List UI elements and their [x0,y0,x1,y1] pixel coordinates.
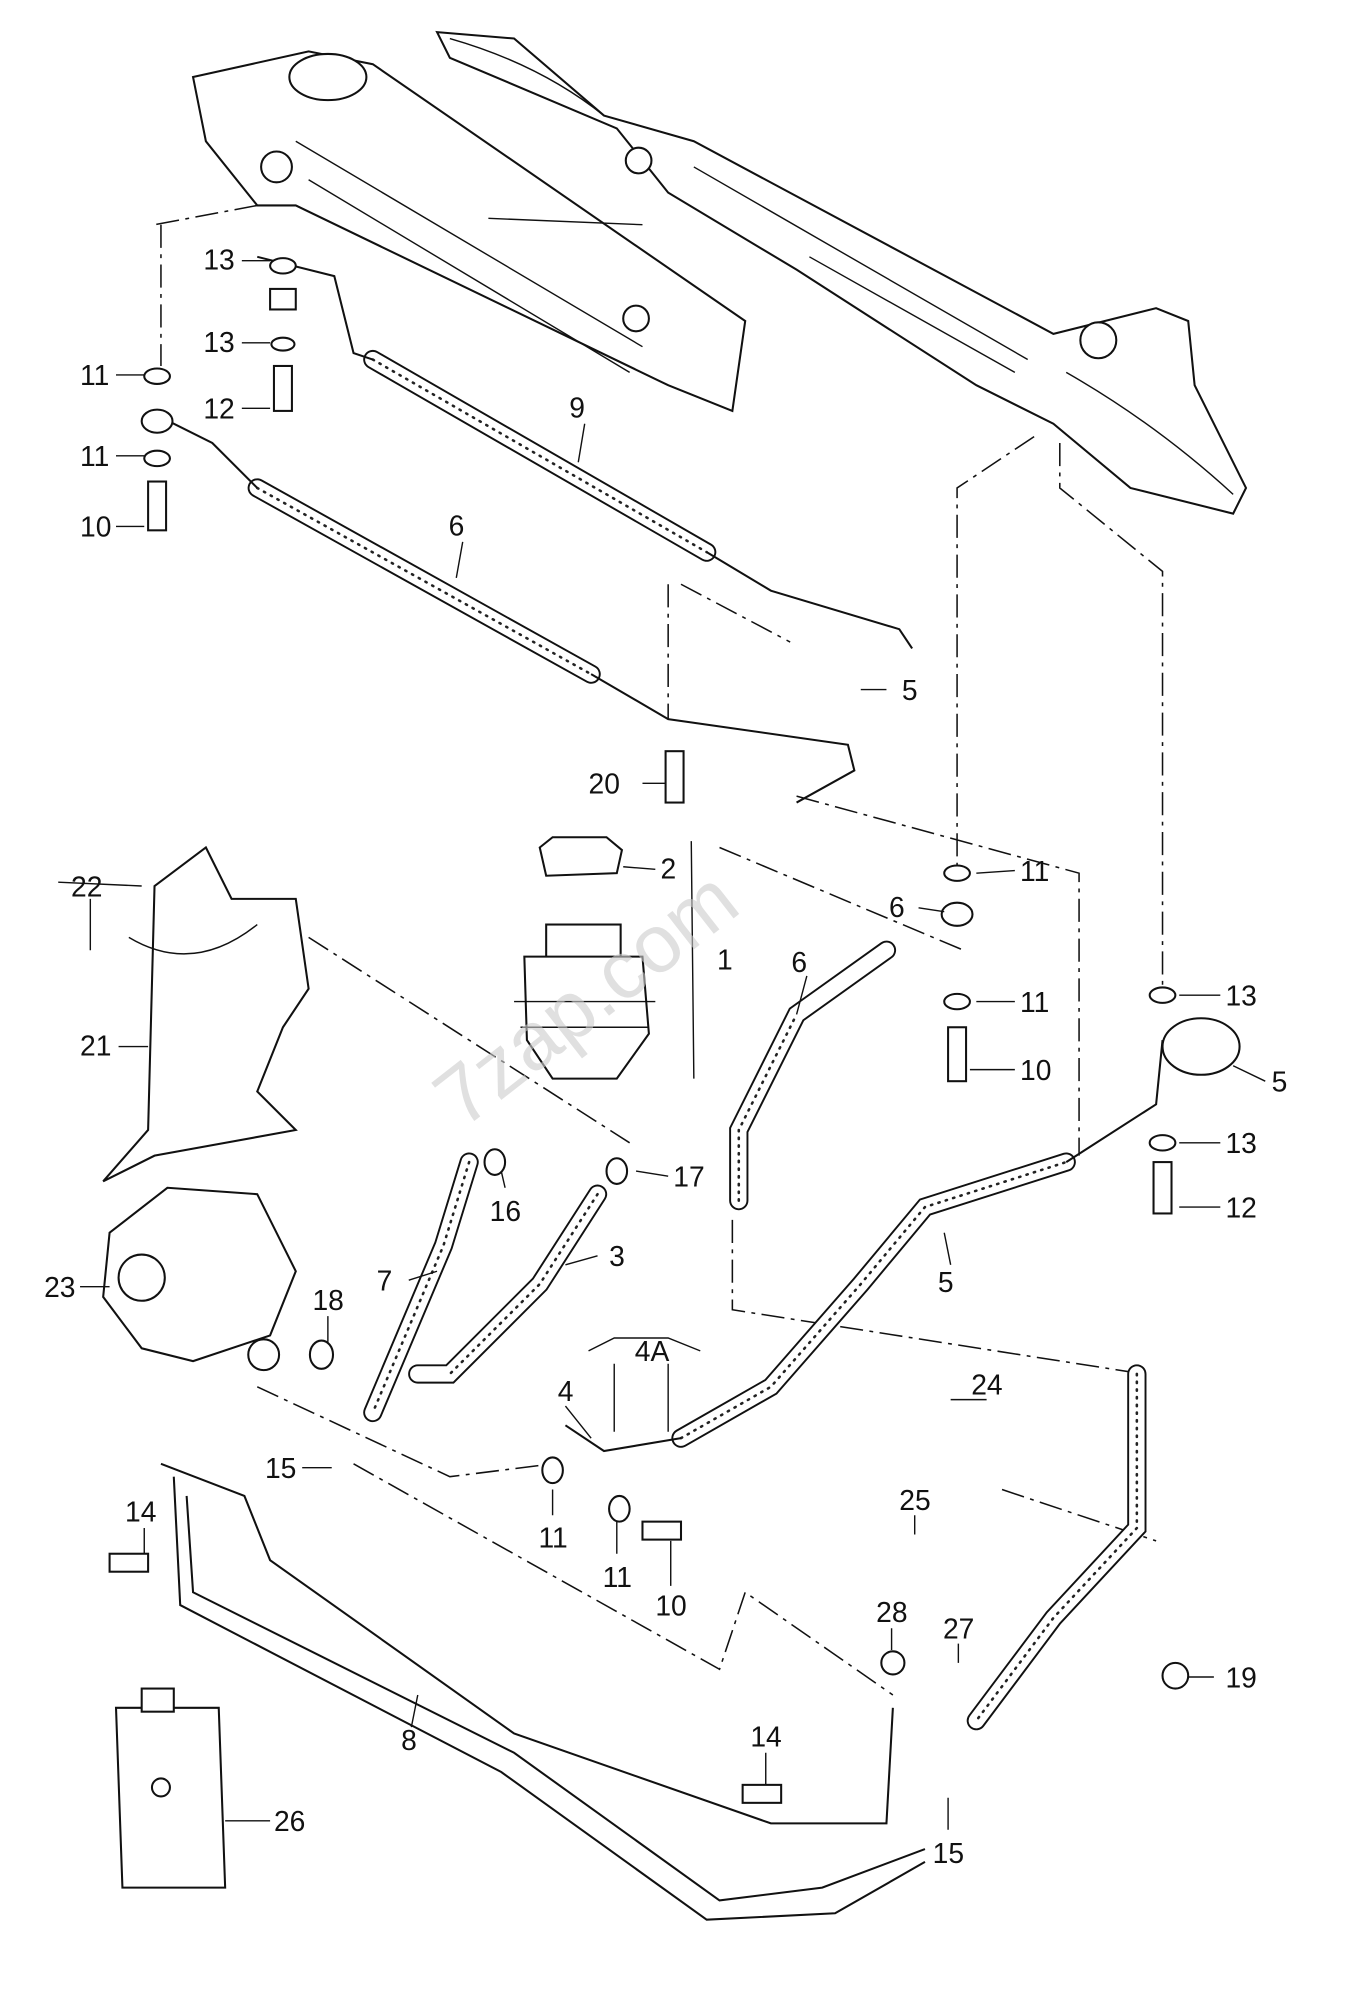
callout: 11 [538,1521,567,1553]
callout: 13 [203,326,234,358]
callout: 14 [125,1496,156,1528]
callout: 19 [1225,1661,1256,1693]
reservoir [514,836,656,1080]
callout: 3 [609,1240,625,1272]
callout: 15 [265,1452,296,1484]
callout: 25 [899,1484,930,1516]
callout: 11 [80,359,109,391]
callout: 10 [80,511,111,543]
callout-labels: 13 13 11 12 11 10 9 6 5 20 2 1 22 21 11 … [44,244,1287,1870]
callout: 11 [80,440,109,472]
callout: 22 [71,870,102,902]
callout: 12 [1225,1191,1256,1223]
callout: 6 [791,946,807,978]
callout: 4A [635,1335,670,1367]
callout: 11 [1020,855,1049,887]
callout: 28 [876,1596,907,1628]
callout: 10 [1020,1054,1051,1086]
callout: 5 [938,1266,954,1298]
callout: 26 [274,1805,305,1837]
callout: 10 [655,1589,686,1621]
callout: 7 [377,1264,393,1296]
callout: 15 [933,1837,964,1869]
steering-rack-rear [191,50,747,413]
watermark: 7zap.com [418,853,755,1144]
fasteners [108,257,1190,1804]
callout: 27 [943,1612,974,1644]
callout: 12 [203,393,234,425]
callout: 9 [569,391,585,423]
callout: 20 [589,768,620,800]
steering-rack-front [435,30,1248,515]
callout: 13 [1225,979,1256,1011]
callout: 11 [1020,986,1049,1018]
callout: 2 [660,852,676,884]
callout: 6 [889,891,905,923]
callout: 4 [558,1375,574,1407]
power-steering-pump [102,1186,297,1372]
callout: 18 [312,1284,343,1316]
callout: 21 [80,1030,111,1062]
callout: 8 [401,1724,417,1756]
oil-can [114,1687,227,1889]
callout: 13 [1225,1127,1256,1159]
callout: 17 [673,1160,704,1192]
callout: 23 [44,1271,75,1303]
callout: 13 [203,244,234,276]
callout: 16 [490,1195,521,1227]
callout: 5 [902,674,918,706]
callout: 6 [449,509,465,541]
callout: 5 [1272,1065,1288,1097]
callout: 14 [750,1720,781,1752]
bracket [102,845,310,1183]
callout: 11 [603,1561,632,1593]
callout: 24 [971,1369,1002,1401]
callout: 1 [717,943,733,975]
